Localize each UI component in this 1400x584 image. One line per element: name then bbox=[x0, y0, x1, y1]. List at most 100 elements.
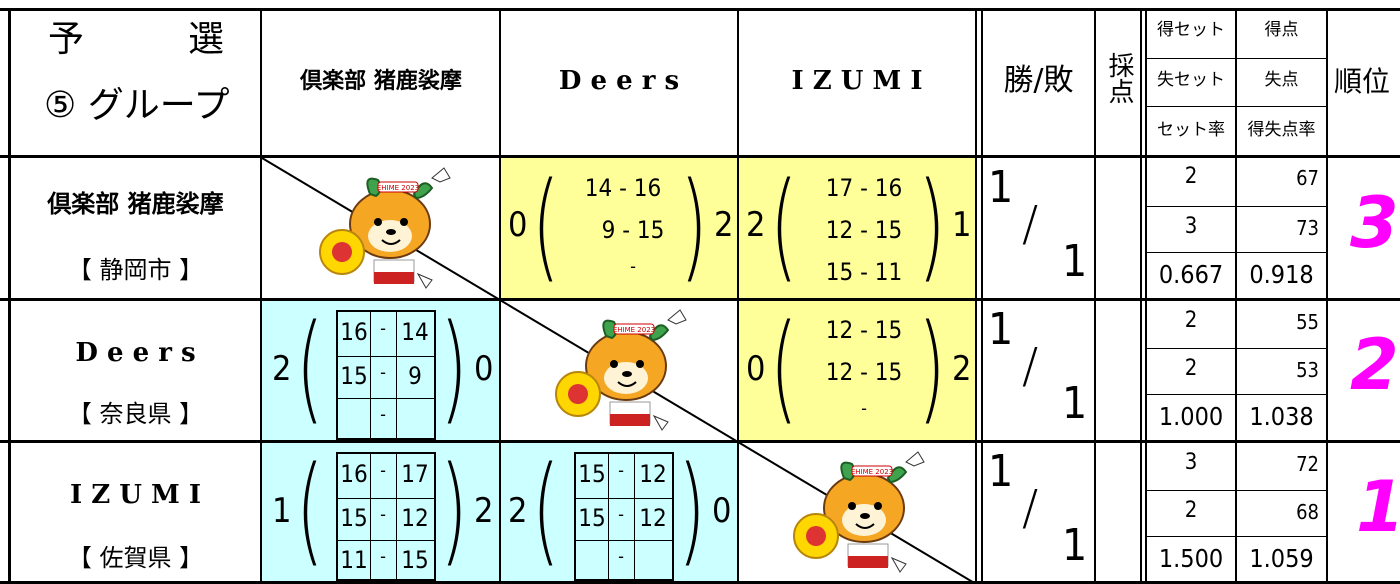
paren-open: ( bbox=[296, 440, 324, 578]
set-rate-value: 0.667 bbox=[1158, 260, 1224, 289]
row2-prefecture: 【 奈良県 】 bbox=[67, 400, 204, 428]
header-scoring: 採点 bbox=[1102, 52, 1134, 104]
mascot-image: EHIME 2023 bbox=[793, 451, 925, 573]
set-score: 12 - 15 bbox=[825, 358, 903, 386]
set-score-box: 15 - 12 15 - 12 - bbox=[574, 452, 674, 581]
match-left-score: 1 bbox=[272, 491, 292, 531]
paren-open: ( bbox=[532, 156, 560, 294]
rank-value: 3 bbox=[1350, 182, 1399, 264]
set-score-box: 16 - 14 15 - 9 - bbox=[336, 310, 436, 440]
set-score: 9 - 15 bbox=[601, 216, 665, 244]
set-score-dash: - bbox=[618, 546, 624, 567]
header-points-rate: 得失点率 bbox=[1247, 120, 1316, 140]
match-cell-r3-deers bbox=[500, 442, 738, 584]
losses-count: 1 bbox=[1062, 236, 1088, 287]
set-rate-value: 1.500 bbox=[1158, 544, 1224, 573]
match-right-score: 0 bbox=[474, 349, 494, 389]
wins-count: 1 bbox=[988, 304, 1014, 355]
paren-close: ) bbox=[440, 298, 468, 436]
set-score-dash: - bbox=[380, 504, 386, 525]
paren-open: ( bbox=[296, 298, 324, 436]
set-score: 12 - 15 bbox=[825, 316, 903, 344]
points-won-value: 67 bbox=[1296, 166, 1319, 190]
rank-value: 2 bbox=[1350, 324, 1399, 406]
match-left-score: 2 bbox=[508, 491, 528, 531]
set-score-right: 12 bbox=[401, 504, 429, 532]
sets-won-value: 3 bbox=[1184, 450, 1198, 475]
points-lost-value: 68 bbox=[1296, 500, 1319, 524]
losses-count: 1 bbox=[1062, 520, 1088, 571]
set-score-dash: - bbox=[380, 318, 386, 339]
set-score-left: 15 bbox=[578, 504, 606, 532]
header-title-sen: 選 bbox=[188, 19, 225, 60]
set-score-dash: - bbox=[380, 546, 386, 567]
set-score-left: 15 bbox=[578, 460, 606, 488]
points-lost-value: 53 bbox=[1296, 358, 1319, 382]
set-score-right: 9 bbox=[408, 362, 422, 390]
header-scoring-text: 採点 bbox=[1104, 52, 1134, 104]
match-right-score: 2 bbox=[714, 205, 734, 245]
set-score-dash: - bbox=[380, 362, 386, 383]
match-cell-r1-deers bbox=[500, 158, 738, 300]
paren-close: ) bbox=[918, 156, 946, 294]
mascot-badge-text: EHIME 2023 bbox=[613, 326, 655, 334]
match-left-score: 2 bbox=[746, 205, 766, 245]
header-rank: 順位 bbox=[1334, 65, 1391, 98]
wins-count: 1 bbox=[988, 446, 1014, 497]
row3-prefecture: 【 佐賀県 】 bbox=[67, 544, 204, 572]
set-score: - bbox=[861, 398, 867, 419]
set-rate-value: 1.000 bbox=[1158, 402, 1224, 431]
points-rate-value: 1.038 bbox=[1249, 402, 1314, 431]
points-won-value: 55 bbox=[1296, 310, 1319, 334]
mascot-badge-text: EHIME 2023 bbox=[851, 468, 893, 476]
set-score-left: 16 bbox=[340, 460, 368, 488]
set-score-right: 12 bbox=[639, 460, 667, 488]
match-left-score: 0 bbox=[746, 349, 766, 389]
header-title-yo: 予 bbox=[48, 19, 85, 60]
sets-lost-value: 2 bbox=[1184, 356, 1198, 381]
set-score-dash: - bbox=[618, 504, 624, 525]
set-score: - bbox=[630, 256, 636, 277]
mascot-image: EHIME 2023 bbox=[319, 167, 451, 289]
paren-open: ( bbox=[770, 298, 798, 436]
set-score-box: 16 - 17 15 - 12 11 - 15 bbox=[336, 452, 436, 581]
sets-won-value: 2 bbox=[1184, 308, 1198, 333]
header-team-izumi: I Z U M I bbox=[791, 66, 923, 96]
set-score-right: 17 bbox=[401, 460, 429, 488]
wins-count: 1 bbox=[988, 162, 1014, 213]
match-right-score: 2 bbox=[474, 491, 494, 531]
header-sets-won: 得セット bbox=[1157, 20, 1225, 40]
set-score-left: 15 bbox=[340, 362, 368, 390]
rank-value: 1 bbox=[1356, 466, 1400, 548]
set-score: 15 - 11 bbox=[825, 258, 903, 286]
paren-close: ) bbox=[678, 440, 706, 578]
match-left-score: 2 bbox=[272, 349, 292, 389]
set-score-left: 11 bbox=[340, 546, 368, 574]
slash: / bbox=[1022, 480, 1039, 536]
set-score-dash: - bbox=[380, 460, 386, 481]
set-score-dash: - bbox=[618, 460, 624, 481]
match-cell-r2-club bbox=[262, 300, 500, 442]
row1-prefecture: 【 静岡市 】 bbox=[67, 256, 204, 284]
mascot-badge-text: EHIME 2023 bbox=[377, 184, 419, 192]
set-score-left: 15 bbox=[340, 504, 368, 532]
points-rate-value: 1.059 bbox=[1249, 544, 1314, 573]
sets-won-value: 2 bbox=[1184, 164, 1198, 189]
row3-team-name: I Z U M I bbox=[70, 480, 201, 510]
header-points-won: 得点 bbox=[1264, 20, 1299, 40]
sets-lost-value: 3 bbox=[1184, 214, 1198, 239]
paren-close: ) bbox=[440, 440, 468, 578]
header-team-club: 倶楽部 猪鹿裟摩 bbox=[300, 68, 462, 94]
points-won-value: 72 bbox=[1296, 452, 1319, 476]
sets-lost-value: 2 bbox=[1184, 498, 1198, 523]
header-team-deers: D e e r s bbox=[558, 66, 680, 96]
set-score: 12 - 15 bbox=[825, 216, 903, 244]
header-win-loss: 勝/敗 bbox=[1003, 63, 1074, 98]
paren-open: ( bbox=[770, 156, 798, 294]
set-score: 14 - 16 bbox=[584, 174, 662, 202]
match-cell-r1-izumi bbox=[738, 158, 976, 300]
set-score-right: 15 bbox=[401, 546, 429, 574]
row2-team-name: D e e r s bbox=[75, 338, 196, 368]
slash: / bbox=[1022, 196, 1039, 252]
set-score-right: 14 bbox=[401, 318, 429, 346]
